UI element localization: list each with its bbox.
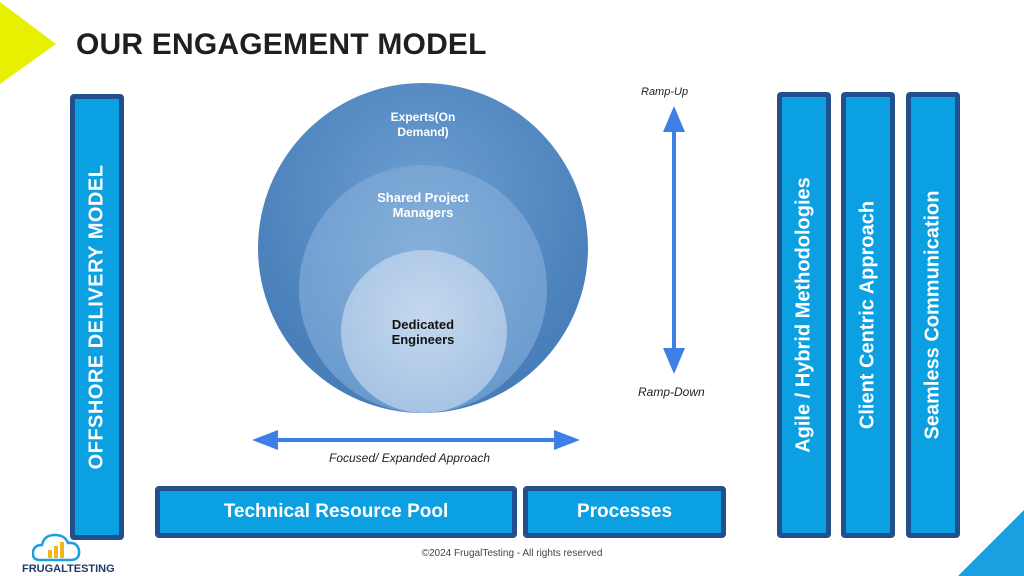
agile-label: Agile / Hybrid Methodologies <box>792 177 815 453</box>
page-title: OUR ENGAGEMENT MODEL <box>76 28 487 61</box>
communication-label: Seamless Communication <box>921 190 944 440</box>
inner-circle-engineers <box>341 250 507 413</box>
client-centric-pillar: Client Centric Approach <box>841 92 895 538</box>
blue-corner-accent <box>958 510 1024 576</box>
logo-text-testing: TESTING <box>67 563 115 575</box>
yellow-triangle-accent <box>0 2 56 84</box>
technical-resource-pool-box: Technical Resource Pool <box>155 486 517 538</box>
cloud-chart-icon <box>32 533 81 562</box>
ramp-vertical-arrow <box>663 106 685 374</box>
agile-pillar: Agile / Hybrid Methodologies <box>777 92 831 538</box>
offshore-delivery-label: OFFSHORE DELIVERY MODEL <box>85 164 108 470</box>
outer-circle-label: Experts(On Demand) <box>390 110 456 139</box>
inner-circle-label: Dedicated Engineers <box>391 317 455 347</box>
offshore-delivery-pillar: OFFSHORE DELIVERY MODEL <box>70 94 124 540</box>
copyright-footer: ©2024 FrugalTesting - All rights reserve… <box>421 548 603 559</box>
focused-expanded-label: Focused/ Expanded Approach <box>329 451 490 465</box>
communication-pillar: Seamless Communication <box>906 92 960 538</box>
ramp-up-label: Ramp-Up <box>641 86 689 98</box>
client-centric-label: Client Centric Approach <box>856 200 879 430</box>
logo-text-frugal: FRUGAL <box>22 563 68 575</box>
frugaltesting-logo: FRUGALTESTING <box>22 530 115 576</box>
middle-circle-label: Shared Project Managers <box>377 190 469 220</box>
focused-expanded-arrow <box>252 430 580 450</box>
processes-box: Processes <box>523 486 726 538</box>
ramp-down-label: Ramp-Down <box>638 385 705 399</box>
